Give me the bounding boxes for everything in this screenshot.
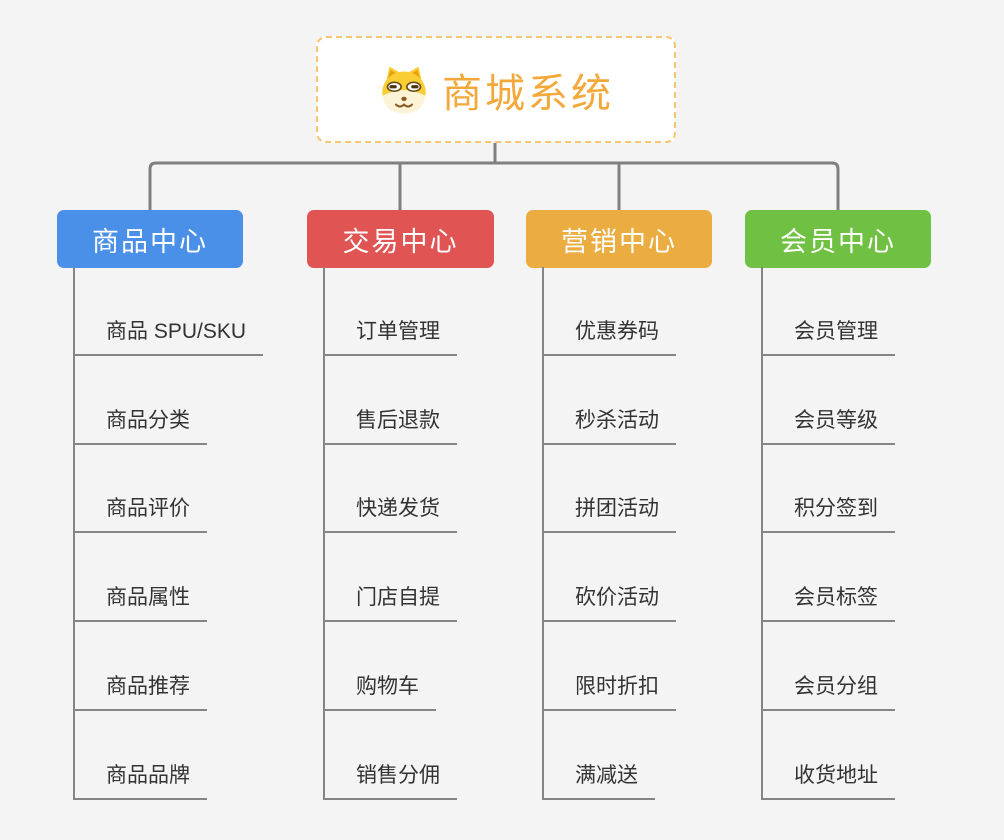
branch-node-1[interactable]: 商品中心 [57, 210, 243, 268]
leaf-column-3: 优惠券码秒杀活动拼团活动砍价活动限时折扣满减送 [542, 267, 676, 800]
leaf-item: 优惠券码 [544, 267, 676, 356]
leaf-label[interactable]: 会员分组 [763, 670, 895, 711]
leaf-item: 拼团活动 [544, 445, 676, 534]
leaf-label[interactable]: 快递发货 [325, 492, 457, 534]
leaf-item: 快递发货 [325, 445, 457, 534]
leaf-item: 商品推荐 [75, 622, 207, 711]
leaf-label[interactable]: 销售分佣 [325, 759, 457, 800]
leaf-label[interactable]: 商品推荐 [75, 670, 207, 711]
leaf-label[interactable]: 限时折扣 [544, 670, 676, 711]
branch-node-3[interactable]: 营销中心 [526, 210, 712, 268]
root-node-mall-system[interactable]: 商城系统 [316, 36, 676, 143]
leaf-item: 商品分类 [75, 356, 207, 445]
leaf-item: 购物车 [325, 622, 436, 711]
leaf-label[interactable]: 秒杀活动 [544, 404, 676, 445]
leaf-label[interactable]: 收货地址 [763, 759, 895, 800]
leaf-column-1: 商品 SPU/SKU 商品分类商品评价商品属性商品推荐商品品牌 [73, 267, 264, 800]
leaf-label[interactable]: 商品 SPU/SKU [75, 315, 264, 356]
leaf-label[interactable]: 积分签到 [763, 492, 895, 534]
leaf-item: 满减送 [544, 711, 655, 800]
branch-node-4[interactable]: 会员中心 [745, 210, 931, 268]
leaf-item: 门店自提 [325, 533, 457, 623]
leaf-label[interactable]: 会员管理 [763, 315, 895, 356]
leaf-label[interactable]: 商品品牌 [75, 759, 207, 800]
leaf-item: 商品品牌 [75, 711, 207, 800]
leaf-item: 限时折扣 [544, 622, 676, 711]
leaf-label[interactable]: 售后退款 [325, 404, 457, 445]
leaf-item: 商品属性 [75, 533, 207, 623]
leaf-item: 售后退款 [325, 356, 457, 445]
leaf-label[interactable]: 商品属性 [75, 581, 207, 623]
leaf-column-2: 订单管理售后退款快递发货门店自提购物车销售分佣 [323, 267, 457, 800]
leaf-item: 商品 SPU/SKU [75, 267, 264, 356]
leaf-item: 积分签到 [763, 445, 895, 534]
leaf-item: 会员管理 [763, 267, 895, 356]
leaf-item: 收货地址 [763, 711, 895, 800]
leaf-label[interactable]: 满减送 [544, 759, 655, 800]
leaf-item: 秒杀活动 [544, 356, 676, 445]
leaf-label[interactable]: 商品分类 [75, 404, 207, 445]
leaf-column-4: 会员管理会员等级积分签到会员标签会员分组收货地址 [761, 267, 895, 800]
root-title: 商城系统 [442, 71, 614, 116]
leaf-label[interactable]: 购物车 [325, 670, 436, 711]
leaf-item: 会员标签 [763, 533, 895, 623]
leaf-label[interactable]: 拼团活动 [544, 492, 676, 534]
branch-node-2[interactable]: 交易中心 [307, 210, 494, 268]
leaf-label[interactable]: 商品评价 [75, 492, 207, 534]
leaf-item: 销售分佣 [325, 711, 457, 800]
leaf-item: 会员分组 [763, 622, 895, 711]
leaf-item: 会员等级 [763, 356, 895, 445]
leaf-label[interactable]: 门店自提 [325, 581, 457, 623]
leaf-label[interactable]: 订单管理 [325, 315, 457, 356]
leaf-item: 砍价活动 [544, 533, 676, 623]
leaf-item: 订单管理 [325, 267, 457, 356]
leaf-label[interactable]: 砍价活动 [544, 581, 676, 623]
shiba-dog-icon [382, 66, 426, 113]
leaf-label[interactable]: 会员标签 [763, 581, 895, 623]
leaf-label[interactable]: 优惠券码 [544, 315, 676, 356]
leaf-item: 商品评价 [75, 445, 207, 534]
leaf-label[interactable]: 会员等级 [763, 404, 895, 445]
